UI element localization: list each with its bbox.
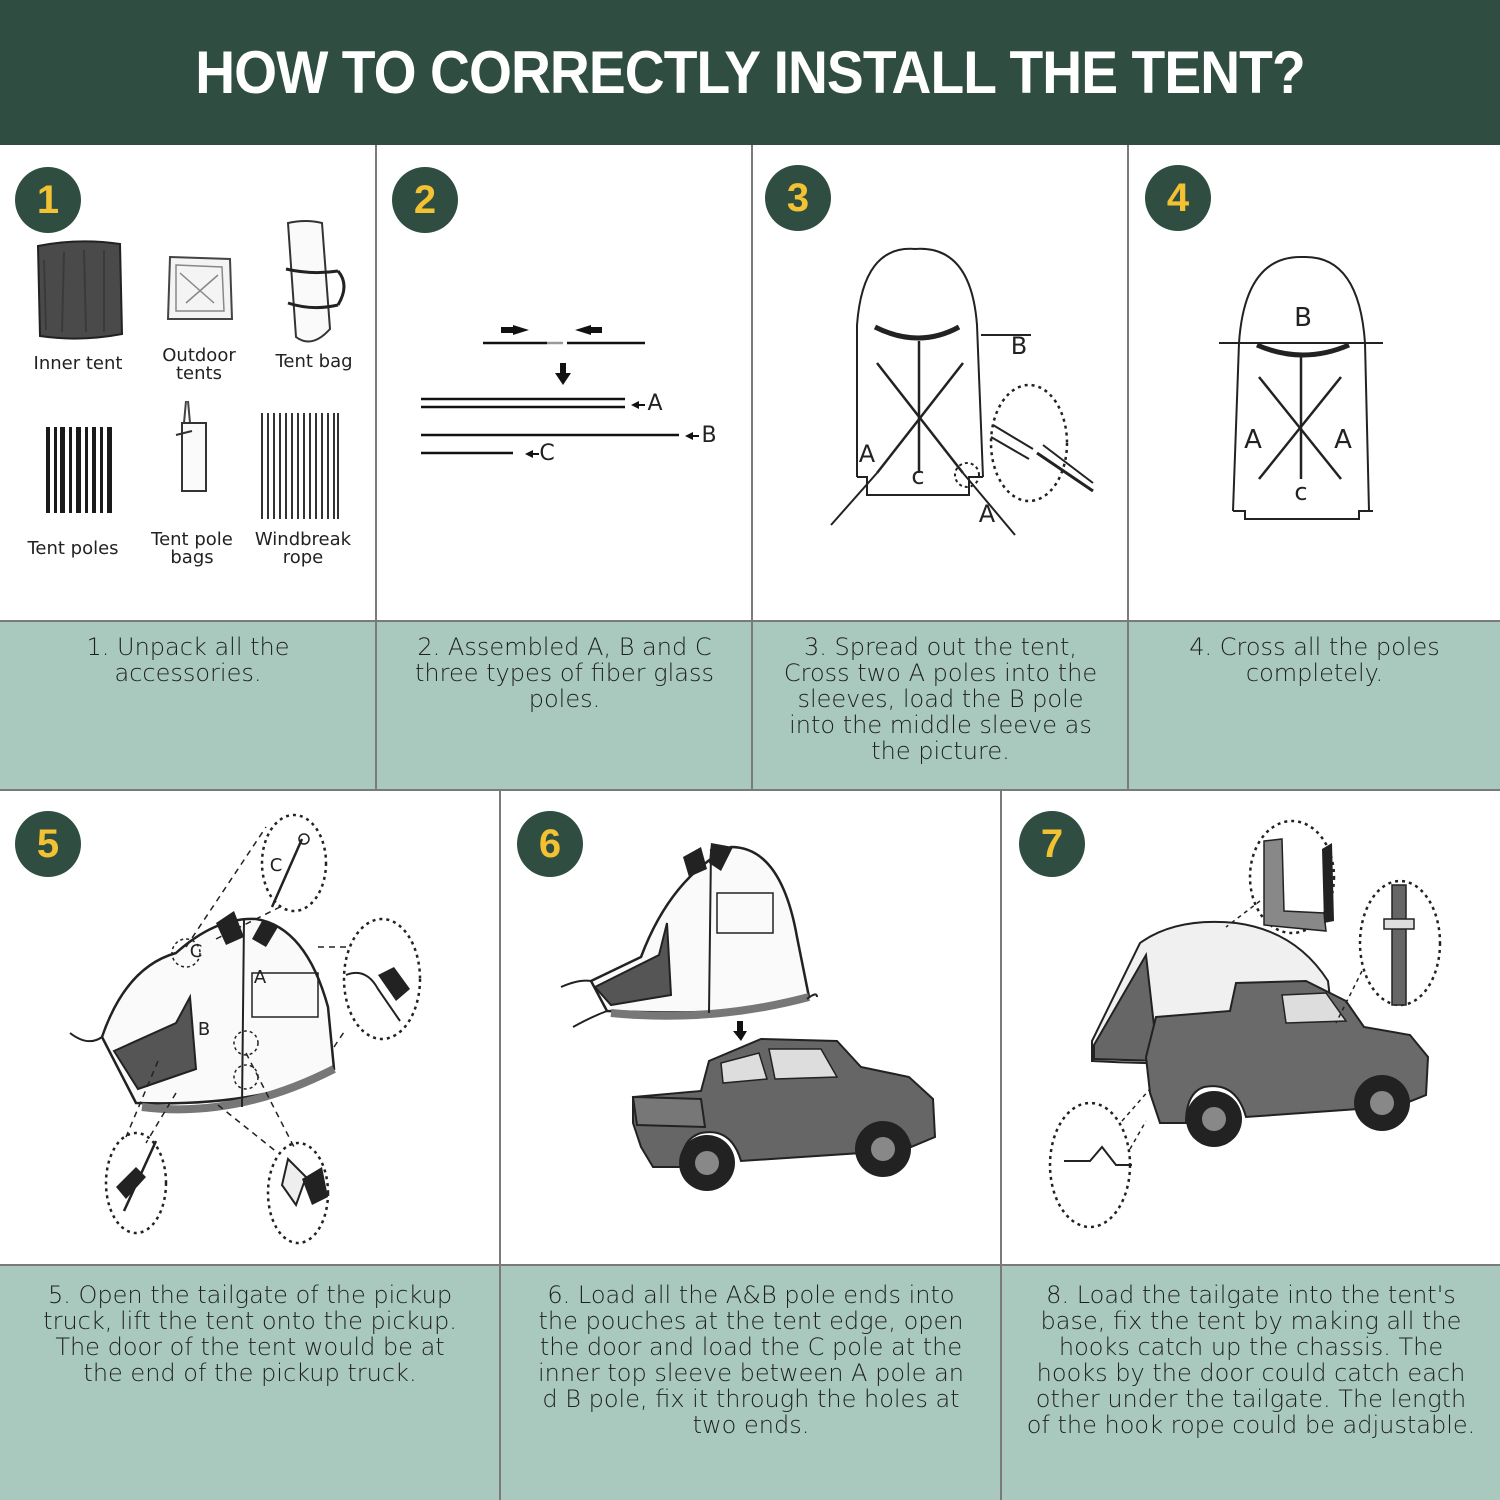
outdoor-tents-label-line1: Outdoor	[162, 345, 236, 366]
step3-label-a-right: A	[978, 500, 996, 528]
step-6-caption: 6. Load all the A&B pole ends into the p…	[499, 1264, 1001, 1500]
row-divider	[0, 789, 1500, 791]
tent-to-truck-diagram	[560, 843, 937, 1191]
step3-label-b: B	[1010, 332, 1028, 360]
tent-spread-diagram	[830, 247, 1094, 536]
step-7-caption: 8. Load the tailgate into the tent's bas…	[1000, 1264, 1500, 1500]
step-7-panel: 7	[1000, 791, 1500, 1265]
step5-label-b: B	[197, 1019, 211, 1040]
step-1-caption: 1. Unpack all the accessories.	[0, 620, 376, 790]
tent-pole-bags-label-line2: bags	[170, 547, 214, 568]
step4-label-b: B	[1294, 303, 1312, 333]
step-5-panel: 5 C C A B	[0, 791, 500, 1265]
step-3-panel: 3 B A c A	[751, 145, 1128, 621]
windbreak-rope-label-line1: Windbreak	[254, 529, 352, 550]
step-4-badge: 4	[1145, 165, 1211, 231]
tent-lift-diagram	[69, 813, 422, 1245]
pole-label-c: C	[539, 441, 555, 466]
tent-pole-bags-label-line1: Tent pole	[151, 529, 233, 550]
step-2-caption: 2. Assembled A, B and C three types of f…	[375, 620, 752, 790]
step4-label-a-left: A	[1244, 425, 1262, 455]
step-7-badge: 7	[1019, 811, 1085, 877]
tent-poles-icon	[46, 427, 112, 513]
inner-tent-icon	[36, 240, 124, 340]
pole-assembly-diagram	[421, 325, 699, 458]
tent-on-truck-diagram	[1048, 819, 1442, 1229]
pole-label-b: B	[701, 423, 717, 448]
windbreak-rope-icon	[261, 413, 339, 519]
step4-label-a-right: A	[1334, 425, 1352, 455]
step-5-badge: 5	[15, 811, 81, 877]
step-4-panel: 4 B A A c	[1127, 145, 1500, 621]
step5-label-c-detail: C	[269, 855, 283, 876]
step-1-panel: 1 Inner tent Outdoor tents Tent bag Tent…	[0, 145, 376, 621]
tent-poles-label: Tent poles	[27, 538, 119, 559]
page-header: HOW TO CORRECTLY INSTALL THE TENT?	[0, 0, 1500, 145]
step5-label-c: C	[189, 941, 203, 962]
step-4-caption: 4. Cross all the poles completely.	[1127, 620, 1500, 790]
step-6-panel: 6	[499, 791, 1001, 1265]
step-6-badge: 6	[517, 811, 583, 877]
windbreak-rope-label-line2: rope	[282, 547, 324, 568]
crossed-poles-diagram	[1219, 255, 1383, 520]
step-1-badge: 1	[15, 167, 81, 233]
step-2-panel: 2 A B C	[375, 145, 752, 621]
tent-pole-bags-icon	[175, 400, 207, 492]
outdoor-tents-icon	[166, 255, 234, 320]
step-3-badge: 3	[765, 165, 831, 231]
step5-label-a: A	[253, 967, 267, 988]
step-2-badge: 2	[392, 167, 458, 233]
page-title: HOW TO CORRECTLY INSTALL THE TENT?	[195, 39, 1305, 106]
step3-label-c: c	[911, 462, 925, 490]
step4-label-c: c	[1294, 478, 1308, 506]
tent-bag-label: Tent bag	[275, 351, 353, 372]
outdoor-tents-label-line2: tents	[176, 363, 222, 384]
step-5-caption: 5. Open the tailgate of the pickup truck…	[0, 1264, 500, 1500]
tent-bag-icon	[285, 220, 346, 343]
step-3-caption: 3. Spread out the tent, Cross two A pole…	[751, 620, 1128, 790]
inner-tent-label: Inner tent	[33, 353, 123, 374]
step3-label-a-left: A	[858, 440, 876, 468]
pole-label-a: A	[647, 391, 663, 416]
